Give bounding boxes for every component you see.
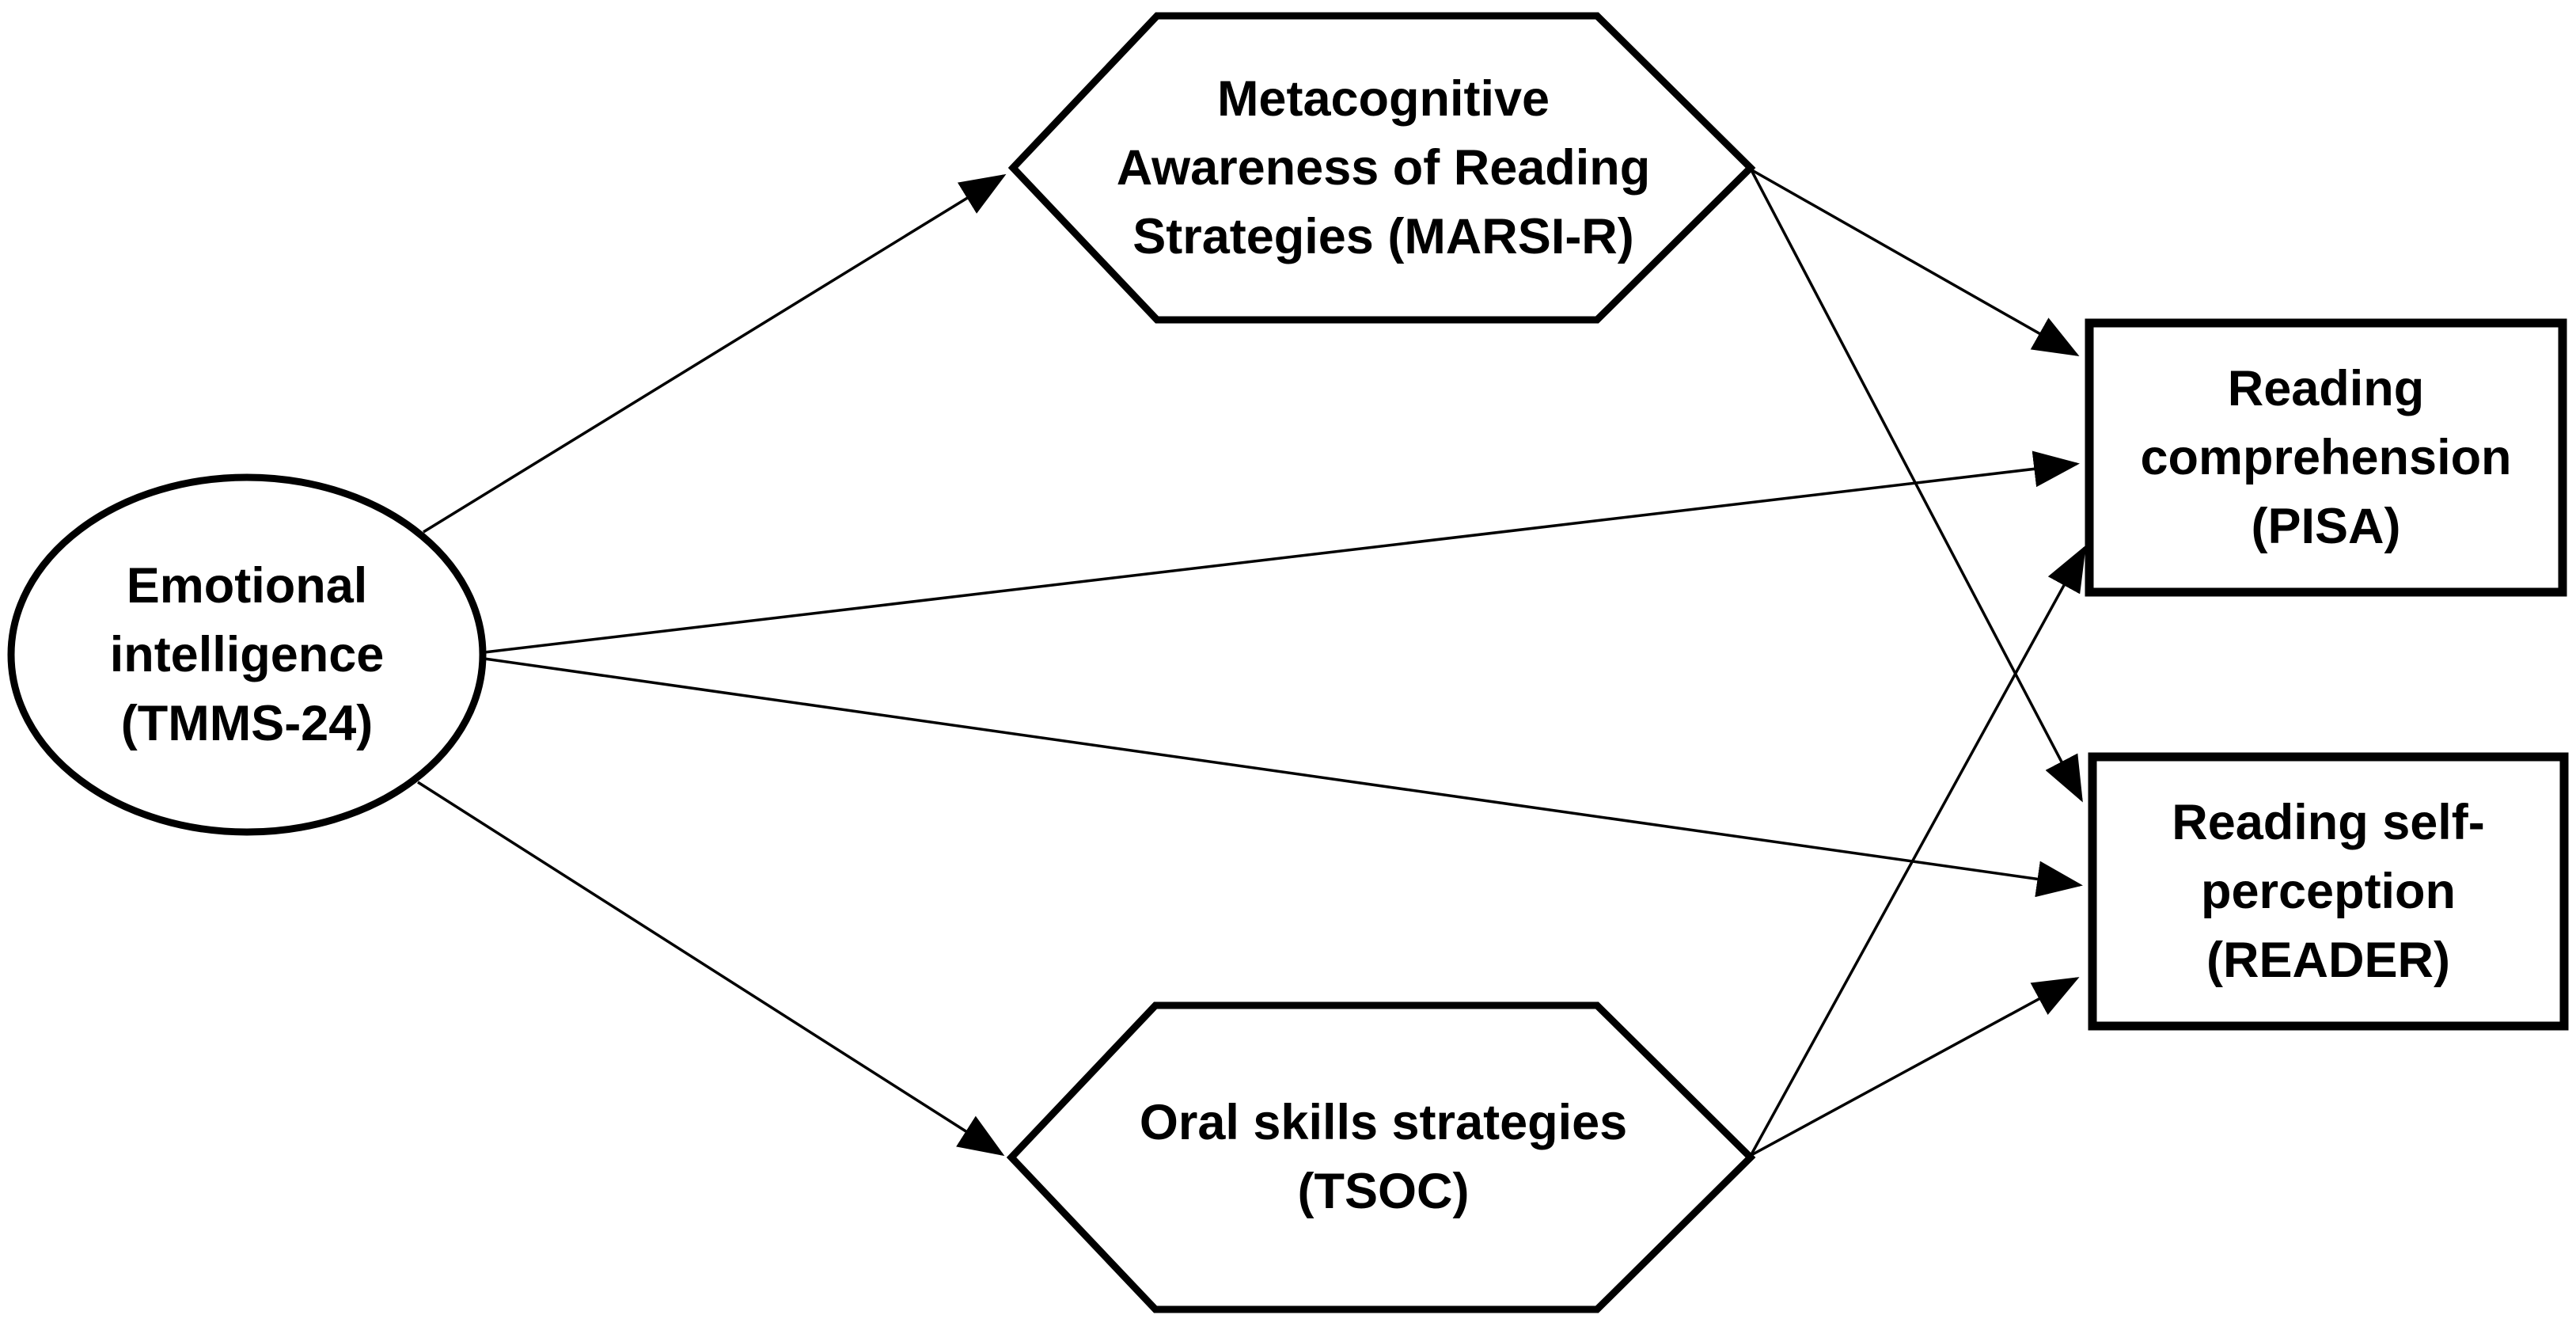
edge-marsi-to-reader-arrow bbox=[1750, 169, 2083, 803]
rect-pisa bbox=[2085, 318, 2567, 597]
hexagon-marsi bbox=[1007, 12, 1756, 324]
edge-ei-to-reader-arrow bbox=[484, 657, 2083, 898]
edge-ei-to-pisa-arrow bbox=[484, 450, 2080, 654]
rect-reader bbox=[2088, 752, 2569, 1031]
edge-ei-to-marsi-arrow bbox=[423, 173, 1007, 534]
edge-ei-to-tsoc-arrow bbox=[417, 781, 1005, 1157]
hexagon-tsoc bbox=[1006, 1001, 1756, 1313]
edge-tsoc-to-pisa-arrow bbox=[1749, 545, 2086, 1157]
ellipse-emotional-intelligence bbox=[7, 473, 487, 836]
edge-tsoc-to-reader-arrow bbox=[1751, 977, 2080, 1157]
edge-marsi-to-pisa-arrow bbox=[1750, 168, 2080, 356]
